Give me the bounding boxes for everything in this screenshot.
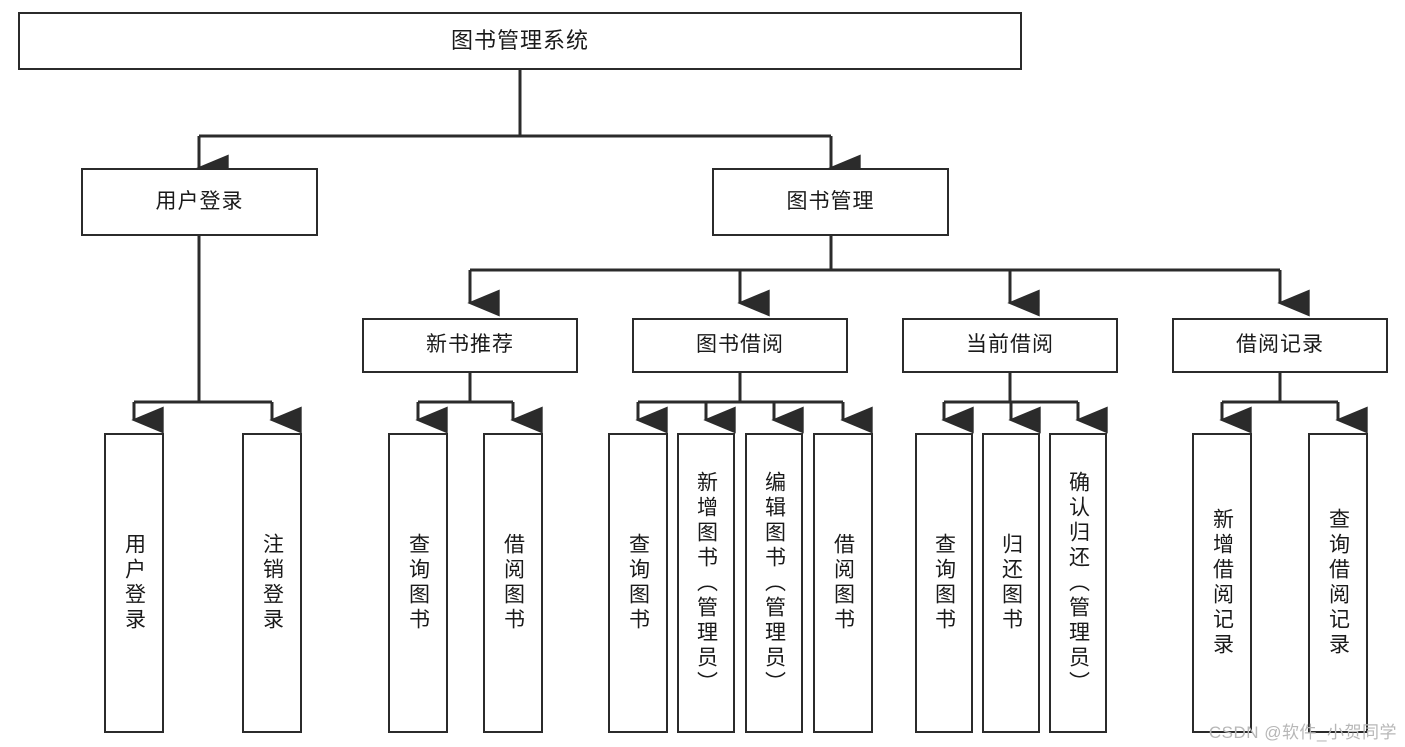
node-leaf-confirm-return[interactable]: 确认归还（管理员） xyxy=(1049,433,1107,733)
watermark-text: CSDN @软件_小贺同学 xyxy=(1208,723,1397,742)
node-leaf-edit-book-label: 编辑图书（管理员） xyxy=(762,470,786,696)
node-root[interactable]: 图书管理系统 xyxy=(18,12,1022,70)
node-borrow-record-label: 借阅记录 xyxy=(1236,333,1324,357)
node-leaf-query-record[interactable]: 查询借阅记录 xyxy=(1308,433,1368,733)
node-root-label: 图书管理系统 xyxy=(450,28,589,54)
node-leaf-query-book-3-label: 查询图书 xyxy=(932,533,956,633)
node-leaf-confirm-return-label: 确认归还（管理员） xyxy=(1066,470,1090,696)
node-leaf-return-book-label: 归还图书 xyxy=(999,533,1023,633)
node-leaf-edit-book[interactable]: 编辑图书（管理员） xyxy=(745,433,803,733)
node-leaf-add-book[interactable]: 新增图书（管理员） xyxy=(677,433,735,733)
node-current-borrow[interactable]: 当前借阅 xyxy=(902,318,1118,373)
node-book-manage-label: 图书管理 xyxy=(786,189,875,213)
node-leaf-return-book[interactable]: 归还图书 xyxy=(982,433,1040,733)
node-leaf-add-book-label: 新增图书（管理员） xyxy=(694,470,718,696)
node-leaf-query-book-3[interactable]: 查询图书 xyxy=(915,433,973,733)
node-leaf-add-record[interactable]: 新增借阅记录 xyxy=(1192,433,1252,733)
node-book-manage[interactable]: 图书管理 xyxy=(712,168,949,236)
node-book-borrow-label: 图书借阅 xyxy=(696,333,784,357)
node-book-borrow[interactable]: 图书借阅 xyxy=(632,318,848,373)
node-leaf-borrow-book-2-label: 借阅图书 xyxy=(831,533,855,633)
node-leaf-query-book-1-label: 查询图书 xyxy=(406,533,430,633)
node-new-book-recommend-label: 新书推荐 xyxy=(426,333,514,357)
node-leaf-add-record-label: 新增借阅记录 xyxy=(1210,508,1234,658)
node-leaf-borrow-book-2[interactable]: 借阅图书 xyxy=(813,433,873,733)
node-new-book-recommend[interactable]: 新书推荐 xyxy=(362,318,578,373)
node-borrow-record[interactable]: 借阅记录 xyxy=(1172,318,1388,373)
node-current-borrow-label: 当前借阅 xyxy=(966,333,1054,357)
node-leaf-logout-login-label: 注销登录 xyxy=(260,533,284,633)
node-leaf-borrow-book-1-label: 借阅图书 xyxy=(501,533,525,633)
node-leaf-query-record-label: 查询借阅记录 xyxy=(1326,508,1350,658)
node-leaf-user-login[interactable]: 用户登录 xyxy=(104,433,164,733)
node-leaf-query-book-2-label: 查询图书 xyxy=(626,533,650,633)
node-leaf-logout-login[interactable]: 注销登录 xyxy=(242,433,302,733)
node-user-login[interactable]: 用户登录 xyxy=(81,168,318,236)
node-leaf-query-book-1[interactable]: 查询图书 xyxy=(388,433,448,733)
node-leaf-borrow-book-1[interactable]: 借阅图书 xyxy=(483,433,543,733)
node-leaf-query-book-2[interactable]: 查询图书 xyxy=(608,433,668,733)
node-leaf-user-login-label: 用户登录 xyxy=(122,533,146,633)
node-user-login-label: 用户登录 xyxy=(155,189,244,213)
